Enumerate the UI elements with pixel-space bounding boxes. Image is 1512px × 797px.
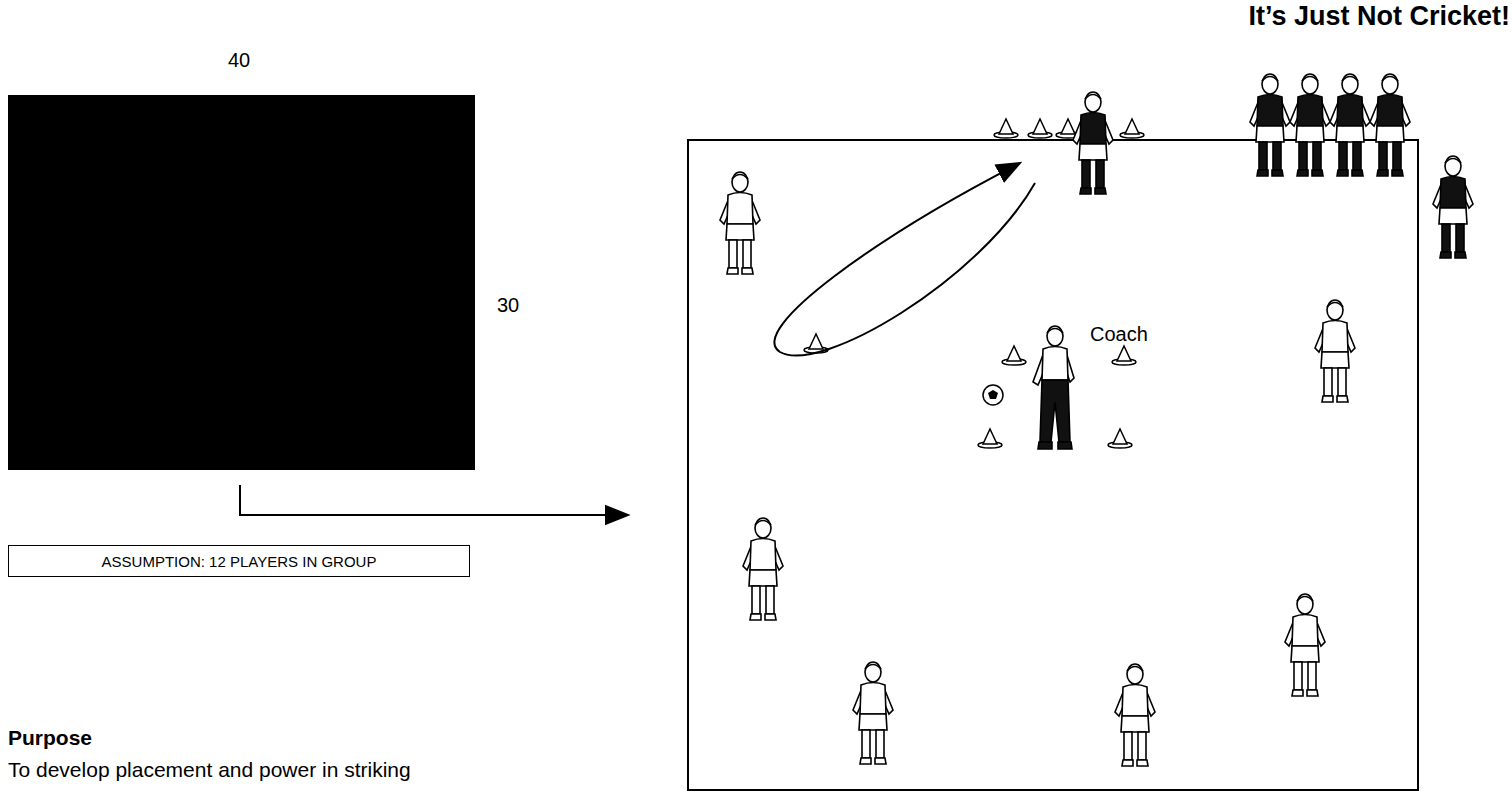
- assumption-text: ASSUMPTION: 12 PLAYERS IN GROUP: [102, 553, 377, 570]
- cones: [804, 119, 1144, 448]
- ball: [983, 385, 1003, 405]
- enlarge-arrow: [240, 485, 628, 515]
- players: [720, 74, 1473, 766]
- ball-path-arrow: [774, 163, 1035, 355]
- assumption-box: ASSUMPTION: 12 PLAYERS IN GROUP: [8, 545, 470, 577]
- coach-label: Coach: [1090, 322, 1148, 346]
- purpose-text: To develop placement and power in striki…: [8, 758, 411, 782]
- pitch-area-block: [8, 95, 475, 470]
- dimension-height: 30: [497, 293, 519, 317]
- section-heading: Purpose: [8, 726, 92, 750]
- field-outline: [688, 140, 1418, 790]
- drill-title: It’s Just Not Cricket!: [1248, 0, 1510, 32]
- dimension-width: 40: [228, 48, 250, 72]
